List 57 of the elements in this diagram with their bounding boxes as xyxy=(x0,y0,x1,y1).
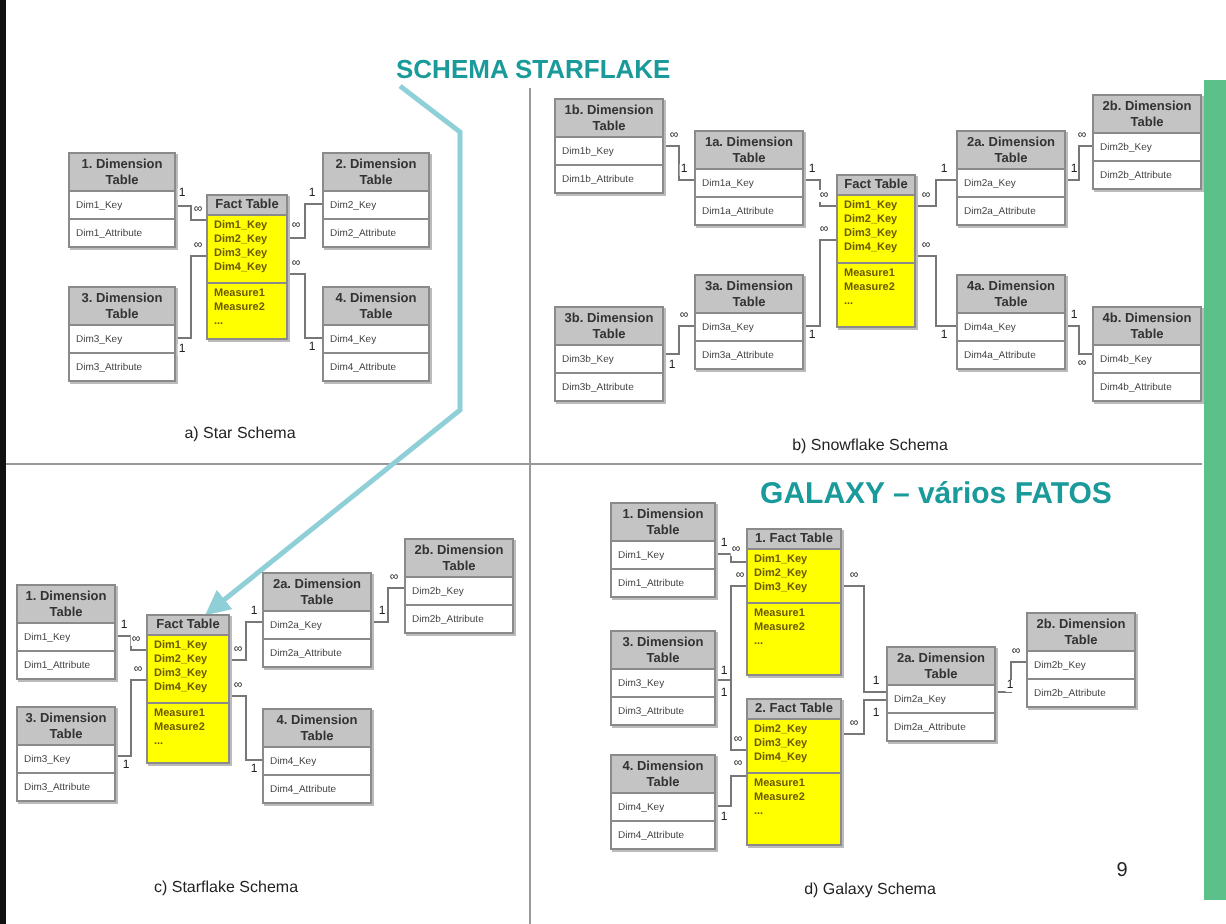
relationship-line xyxy=(803,239,837,327)
relationship-line xyxy=(663,325,695,355)
caption: b) Snowflake Schema xyxy=(792,438,948,454)
dimension-table xyxy=(262,708,372,804)
fact-table xyxy=(836,174,916,328)
page-number: 9 xyxy=(1116,862,1128,882)
dimension-table xyxy=(1092,94,1202,190)
dimension-table xyxy=(554,98,664,194)
dimension-table xyxy=(694,130,804,226)
relationship-line xyxy=(715,775,747,807)
relationship-line xyxy=(371,587,405,623)
dimension-table xyxy=(16,706,116,802)
relationship-line xyxy=(841,585,887,693)
dimension-table xyxy=(68,286,176,382)
relationship-line xyxy=(1065,325,1093,355)
dimension-table xyxy=(610,502,716,598)
relationship-line xyxy=(663,145,695,181)
relationship-line xyxy=(115,679,147,757)
annotation-text: SCHEMA STARFLAKE xyxy=(396,52,671,86)
relationship-line xyxy=(841,699,887,735)
dimension-table xyxy=(322,286,430,382)
relationship-line xyxy=(205,84,463,616)
dimension-table xyxy=(956,274,1066,370)
dimension-table xyxy=(1092,306,1202,402)
heading: GALAXY – vários FATOS xyxy=(760,479,1112,509)
fact-table xyxy=(206,194,288,340)
dimension-table xyxy=(68,152,176,248)
relationship-line xyxy=(229,695,263,761)
relationship-line xyxy=(115,635,147,651)
dimension-table xyxy=(610,630,716,726)
fact-table xyxy=(146,614,230,764)
relationship-line xyxy=(229,621,263,661)
dimension-table xyxy=(554,306,664,402)
relationship-line xyxy=(175,205,207,221)
relationship-line xyxy=(715,553,747,563)
caption: c) Starflake Schema xyxy=(153,880,299,896)
fact-table xyxy=(746,528,842,676)
dimension-table xyxy=(262,572,372,668)
dimension-table xyxy=(1026,612,1136,708)
caption: d) Galaxy Schema xyxy=(804,882,936,898)
dimension-table xyxy=(694,274,804,370)
dimension-table xyxy=(610,754,716,850)
relationship-line xyxy=(1065,145,1093,181)
caption: a) Star Schema xyxy=(184,426,296,442)
relationship-line xyxy=(175,255,207,339)
dimension-table xyxy=(886,646,996,742)
relationship-line xyxy=(915,179,957,207)
dimension-table xyxy=(956,130,1066,226)
relationship-line xyxy=(915,255,957,327)
dimension-table xyxy=(404,538,514,634)
relationship-line xyxy=(803,179,837,207)
dimension-table xyxy=(322,152,430,248)
relationship-line xyxy=(287,203,323,239)
dimension-table xyxy=(16,584,116,680)
relationship-line xyxy=(995,661,1027,693)
fact-table xyxy=(746,698,842,846)
relationship-line xyxy=(287,273,323,339)
